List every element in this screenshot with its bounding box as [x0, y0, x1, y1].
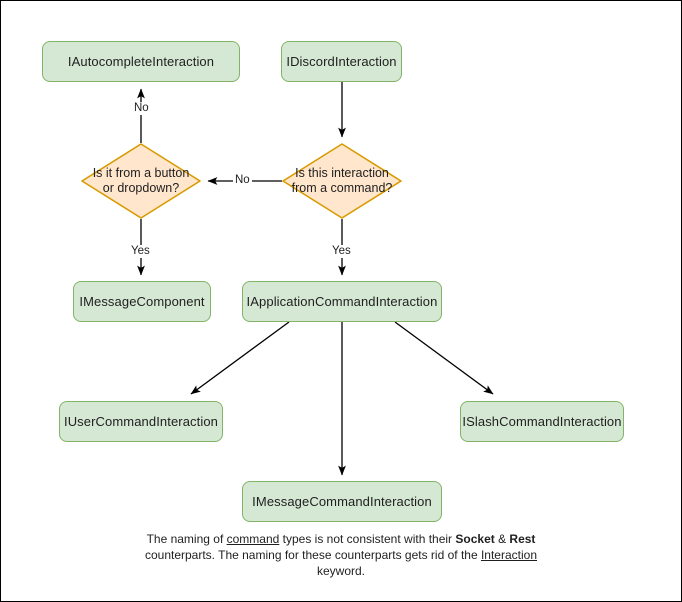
node-application-command-interaction[interactable]: IApplicationCommandInteraction	[242, 281, 442, 322]
caption-text-2: types is not consistent with their	[279, 532, 453, 546]
edge-label-yes-appcommand: Yes	[330, 245, 353, 258]
node-message-command-interaction[interactable]: IMessageCommandInteraction	[242, 481, 442, 522]
edge-appcommand-to-slashcommand	[394, 321, 494, 395]
node-label: IUserCommandInteraction	[63, 413, 219, 429]
node-discord-interaction[interactable]: IDiscordInteraction	[281, 41, 402, 82]
caption-underline-command: command	[226, 532, 280, 546]
caption-text-4: counterparts gets rid of the	[334, 548, 481, 562]
decision-label: Is this interaction from a command?	[291, 166, 393, 195]
edge-label-yes-messagecomponent: Yes	[129, 245, 152, 258]
caption-amp: &	[494, 532, 510, 546]
node-label: IApplicationCommandInteraction	[246, 293, 438, 309]
caption-bold-socket: Socket	[455, 532, 495, 546]
diamond-shape-icon	[81, 143, 201, 219]
node-label: IAutocompleteInteraction	[67, 53, 215, 69]
edge-appcommand-to-usercommand	[190, 321, 290, 395]
diagram-caption: The naming of command types is not consi…	[131, 531, 551, 579]
node-message-component[interactable]: IMessageComponent	[73, 281, 211, 322]
caption-text-5: keyword.	[316, 564, 366, 578]
decision-label: Is it from a button or dropdown?	[92, 166, 190, 195]
node-slash-command-interaction[interactable]: ISlashCommandInteraction	[460, 401, 624, 442]
node-label: IDiscordInteraction	[286, 53, 397, 69]
edge-label-no-autocomplete: No	[132, 102, 151, 115]
node-user-command-interaction[interactable]: IUserCommandInteraction	[59, 401, 223, 442]
node-autocomplete-interaction[interactable]: IAutocompleteInteraction	[42, 41, 240, 82]
node-label: IMessageComponent	[79, 293, 205, 309]
caption-bold-rest: Rest	[509, 532, 536, 546]
node-label: ISlashCommandInteraction	[462, 413, 622, 429]
edge-label-no-decision: No	[233, 174, 252, 187]
decision-is-interaction-from-command[interactable]: Is this interaction from a command?	[282, 143, 402, 219]
caption-text-1: The naming of	[146, 532, 227, 546]
diamond-shape-icon	[282, 143, 402, 219]
decision-is-from-button-or-dropdown[interactable]: Is it from a button or dropdown?	[81, 143, 201, 219]
caption-underline-interaction: Interaction	[480, 548, 538, 562]
caption-text-3: counterparts. The naming for these	[144, 548, 332, 562]
node-label: IMessageCommandInteraction	[252, 493, 432, 509]
